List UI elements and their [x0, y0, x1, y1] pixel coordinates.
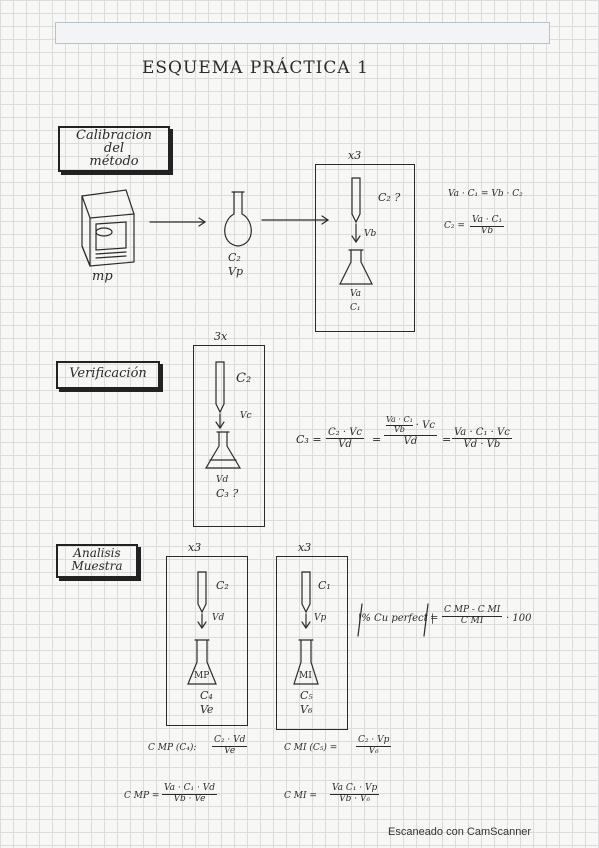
- page-title: ESQUEMA PRÁCTICA 1: [142, 58, 369, 78]
- mp-flask-volume: Ve: [200, 703, 214, 716]
- pipette-icon-4: [301, 571, 311, 630]
- f-mi-num: C₂ · Vp: [356, 735, 392, 747]
- v-f2-den: Vd: [403, 435, 418, 447]
- formula2-mp-lhs: C MP =: [124, 791, 160, 801]
- percent-num: C MP - C MI: [442, 605, 503, 617]
- v-f3-num: Va · C₁ · Vc: [452, 427, 512, 439]
- pipette-icon-1: [351, 177, 361, 244]
- percent-fraction: C MP - C MI C MI: [442, 605, 503, 627]
- flask-icon-mi: [293, 639, 319, 685]
- analytical-balance-icon: [81, 189, 135, 267]
- calibration-equation-2-fraction: Va · C₁ Vb: [470, 215, 505, 237]
- section-label-analisis: Analisis Muestra: [56, 544, 138, 578]
- abs-bar-right: [423, 603, 429, 637]
- verification-fraction-3: Va · C₁ · Vc Vd · Vb: [452, 427, 512, 450]
- erlenmeyer-icon-2: [204, 431, 242, 469]
- g-mi-num: Va C₁ · Vp: [330, 783, 380, 795]
- calibration-equation-2-lhs: C₂ =: [444, 221, 465, 231]
- f-mp-num: C₂ · Vd: [212, 735, 248, 747]
- pipette-icon-2: [215, 361, 225, 430]
- flask-icon-mp: [187, 639, 217, 685]
- mi-flask-conc: C₅: [300, 689, 313, 702]
- sample-frame-mi: [276, 556, 348, 730]
- v-f3-den: Vd · Vb: [463, 439, 501, 450]
- formula2-mi-fraction: Va C₁ · Vp Vb · V₆: [330, 783, 380, 805]
- v-f2-inner-num: Va · C₁: [386, 415, 413, 426]
- formula-mi-lhs: C MI (C₅) =: [284, 743, 338, 753]
- mi-repeat: x3: [298, 541, 312, 554]
- section-label-verificacion: Verificación: [56, 361, 160, 389]
- calibracion-line2: del: [103, 141, 125, 156]
- eq2-denominator: Vb: [480, 225, 494, 236]
- verification-fraction-1: C₂ · Vc Vd: [326, 427, 365, 450]
- abs-bar-left: [357, 603, 363, 637]
- verification-pipette-label: C₂: [236, 371, 252, 386]
- formula-mp-fraction: C₂ · Vd Ve: [212, 735, 248, 757]
- mi-pipette-vol: Vp: [314, 613, 327, 623]
- flask-volume: Vp: [228, 265, 243, 278]
- erlenmeyer-icon-1: [339, 249, 373, 285]
- formula-mi-fraction: C₂ · Vp V₆: [356, 735, 392, 757]
- v-f1-num: C₂ · Vc: [326, 427, 365, 439]
- verification-fraction-2: Va · C₁ Vb · Vc Vd: [384, 415, 437, 447]
- verification-erlen-volume: Vd: [216, 475, 229, 485]
- calibration-equation-1: Va · C₁ = Vb · C₂: [448, 189, 523, 199]
- v-f1-den: Vd: [338, 439, 352, 450]
- v-f2-tail: · Vc: [415, 419, 435, 431]
- calibration-erlen-conc: C₁: [350, 303, 361, 313]
- top-margin-band: [55, 22, 550, 44]
- mp-pipette-vol: Vd: [212, 613, 225, 623]
- percent-eq: =: [430, 613, 439, 624]
- verification-eq-lhs: C₃ =: [296, 433, 322, 446]
- analisis-line1: Analisis: [73, 546, 121, 560]
- calibracion-line3: método: [89, 154, 139, 169]
- v-f2-inner-den: Vb: [393, 424, 405, 434]
- f-mp-den: Ve: [224, 745, 236, 756]
- scanner-watermark: Escaneado con CamScanner: [388, 826, 532, 838]
- calibration-pipette-vol: Vb: [364, 229, 377, 239]
- analisis-line2: Muestra: [71, 559, 123, 573]
- verification-eq-sign-2: =: [442, 433, 452, 446]
- calibration-erlen-volume: Va: [350, 289, 362, 299]
- g-mp-den: Vb · Ve: [173, 793, 206, 804]
- calibration-pipette-label: C₂ ?: [378, 191, 401, 204]
- mp-flask-text: MP: [194, 671, 210, 681]
- section-label-calibracion: Calibracion del método: [58, 126, 170, 172]
- mp-repeat: x3: [188, 541, 202, 554]
- calibration-repeat: x3: [348, 149, 362, 162]
- verification-pipette-vol: Vc: [240, 411, 252, 421]
- eq2-numerator: Va · C₁: [470, 215, 505, 227]
- formula-mp-lhs: C MP (C₄):: [148, 743, 197, 753]
- sample-frame-mp: [166, 556, 248, 726]
- verification-frame: [193, 345, 265, 527]
- percent-tail: · 100: [506, 613, 532, 624]
- volumetric-flask-icon: [224, 191, 252, 247]
- mp-flask-conc: C₄: [200, 689, 213, 702]
- calibracion-line1: Calibracion: [76, 128, 152, 143]
- f-mi-den: V₆: [368, 745, 379, 756]
- mp-pipette-label: C₂: [216, 579, 229, 592]
- g-mi-den: Vb · V₆: [339, 793, 371, 804]
- verification-repeat: 3x: [214, 330, 228, 343]
- verification-erlen-conc: C₃ ?: [216, 487, 239, 500]
- formula2-mp-fraction: Va · C₁ · Vd Vb · Ve: [162, 783, 217, 805]
- pipette-icon-3: [197, 571, 207, 630]
- calibration-frame: [315, 164, 415, 332]
- mi-pipette-label: C₁: [318, 579, 331, 592]
- formula2-mi-lhs: C MI =: [284, 791, 317, 801]
- flask-concentration: C₂: [228, 251, 241, 264]
- v-f2-num: Va · C₁ Vb · Vc: [384, 415, 437, 436]
- mi-flask-text: MI: [299, 671, 312, 681]
- percent-den: C MI: [460, 615, 484, 626]
- g-mp-num: Va · C₁ · Vd: [162, 783, 217, 795]
- verification-eq-sign-1: =: [372, 433, 382, 446]
- mi-flask-volume: V₆: [300, 703, 313, 716]
- balance-label: mp: [92, 269, 113, 284]
- percent-lhs: |% Cu perfect |: [358, 613, 435, 624]
